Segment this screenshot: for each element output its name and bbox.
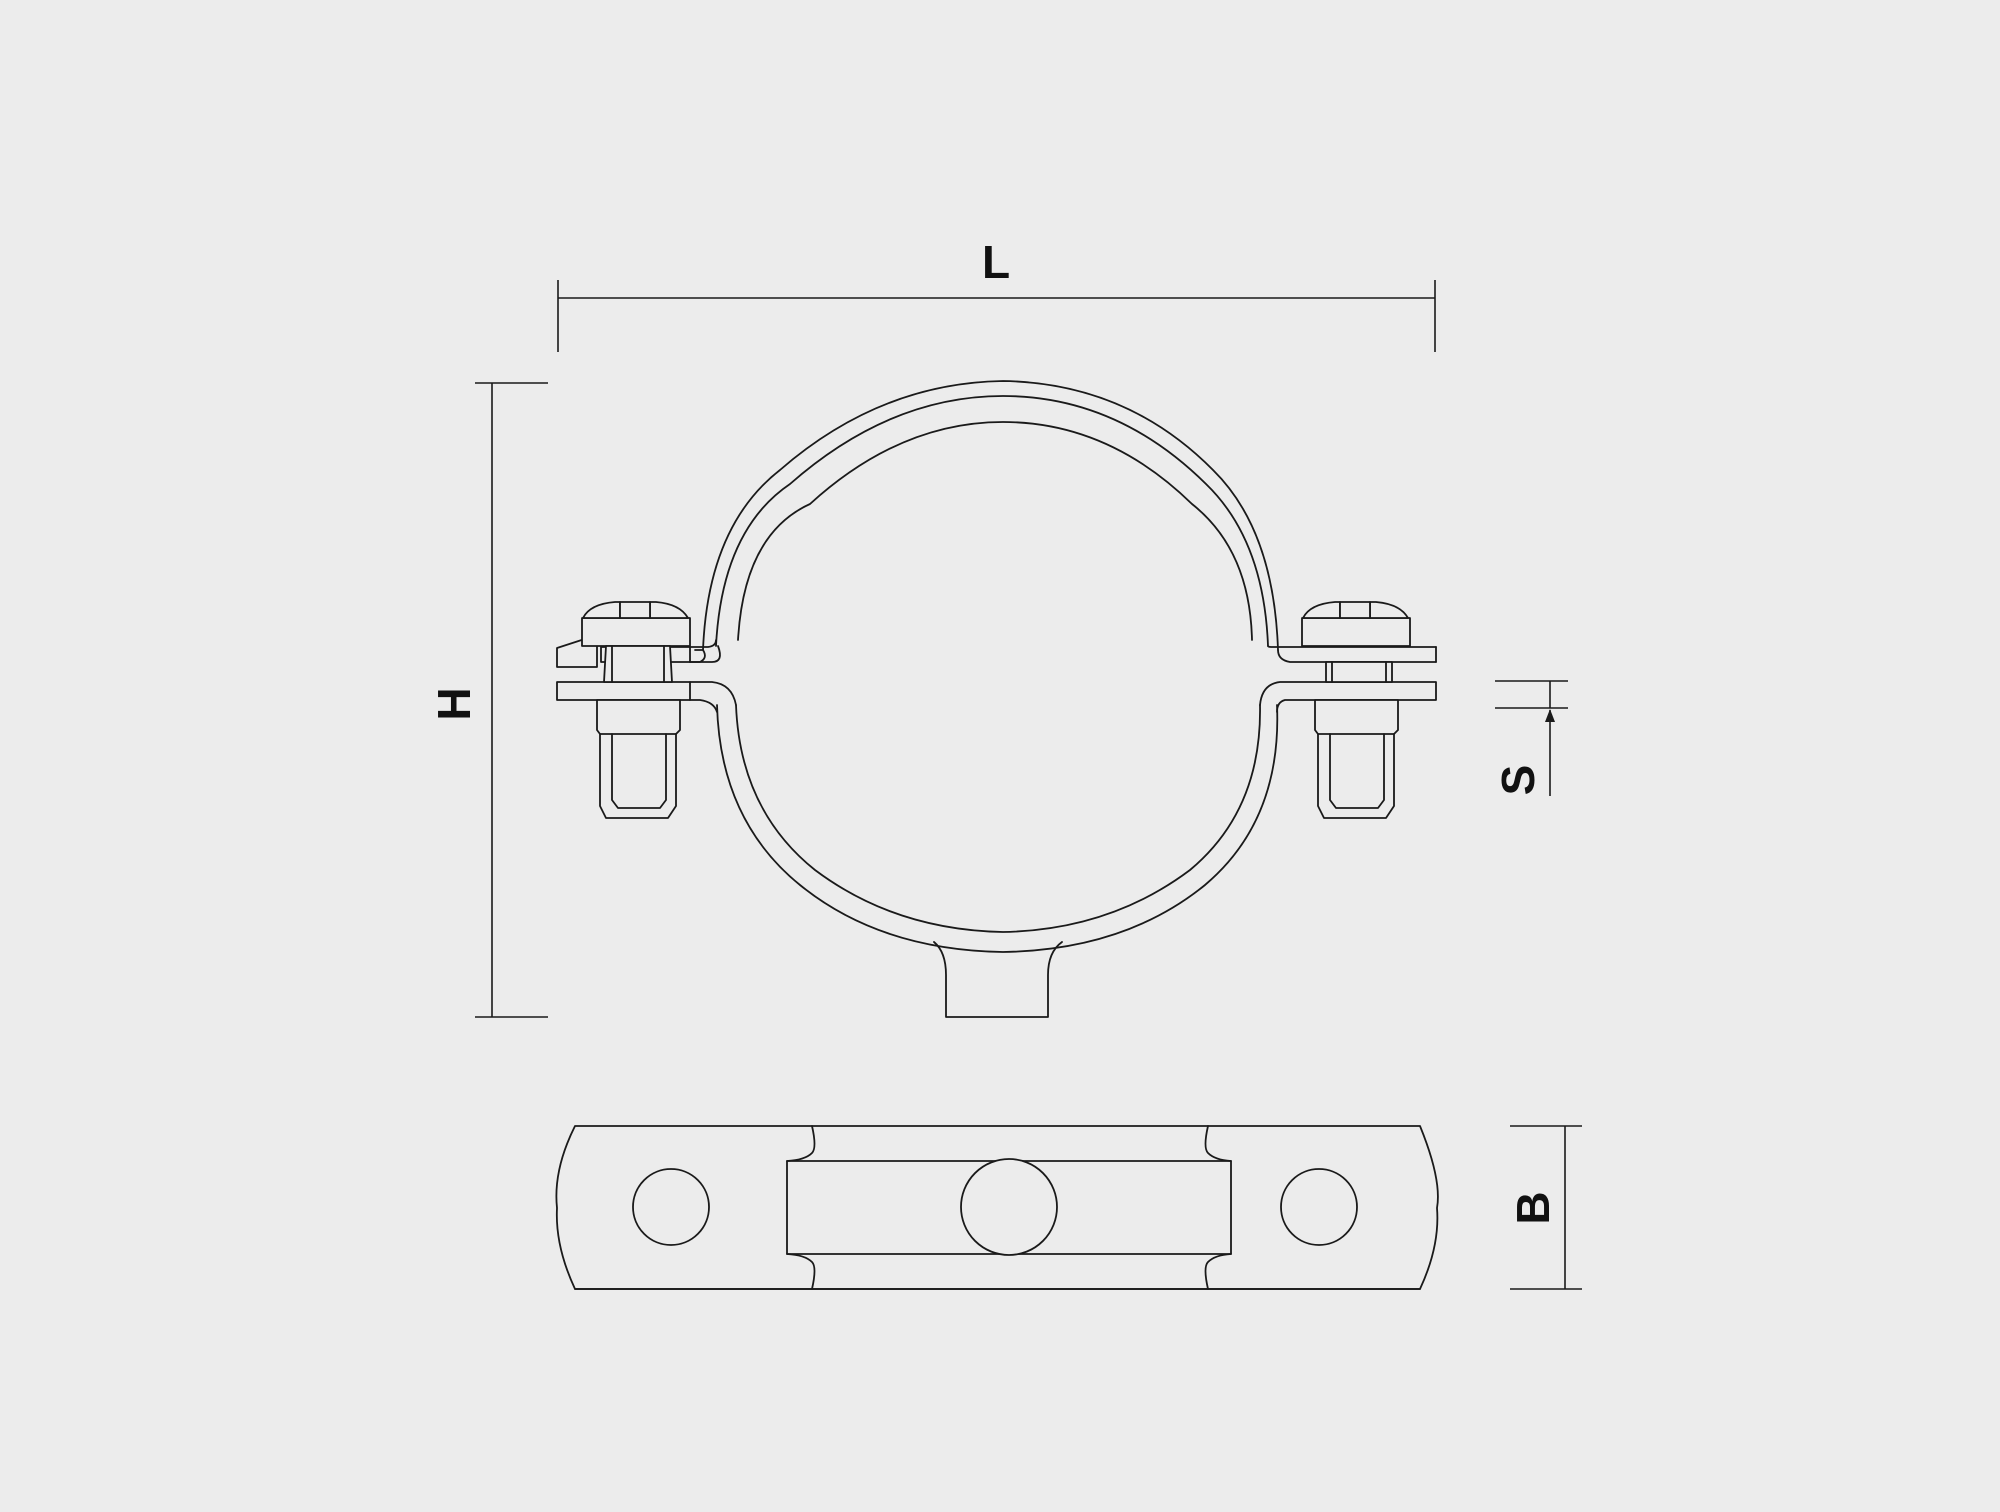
dimension-b: B (1507, 1125, 1582, 1290)
left-bolt (556, 601, 691, 819)
dimension-label-b: B (1507, 1191, 1559, 1224)
centre-hole (960, 1158, 1058, 1256)
left-hole (632, 1168, 710, 1246)
clamp-front-view (689, 380, 1437, 1018)
right-bolt (1301, 601, 1411, 819)
dimension-label-h: H (428, 687, 480, 720)
dimension-label-s: S (1492, 765, 1544, 796)
dimension-h: H (428, 382, 548, 1018)
dimension-l: L (557, 236, 1436, 352)
dimension-label-l: L (982, 236, 1010, 288)
right-hole (1280, 1168, 1358, 1246)
dimension-s: S (1492, 680, 1568, 796)
clamp-top-view (555, 1125, 1439, 1290)
